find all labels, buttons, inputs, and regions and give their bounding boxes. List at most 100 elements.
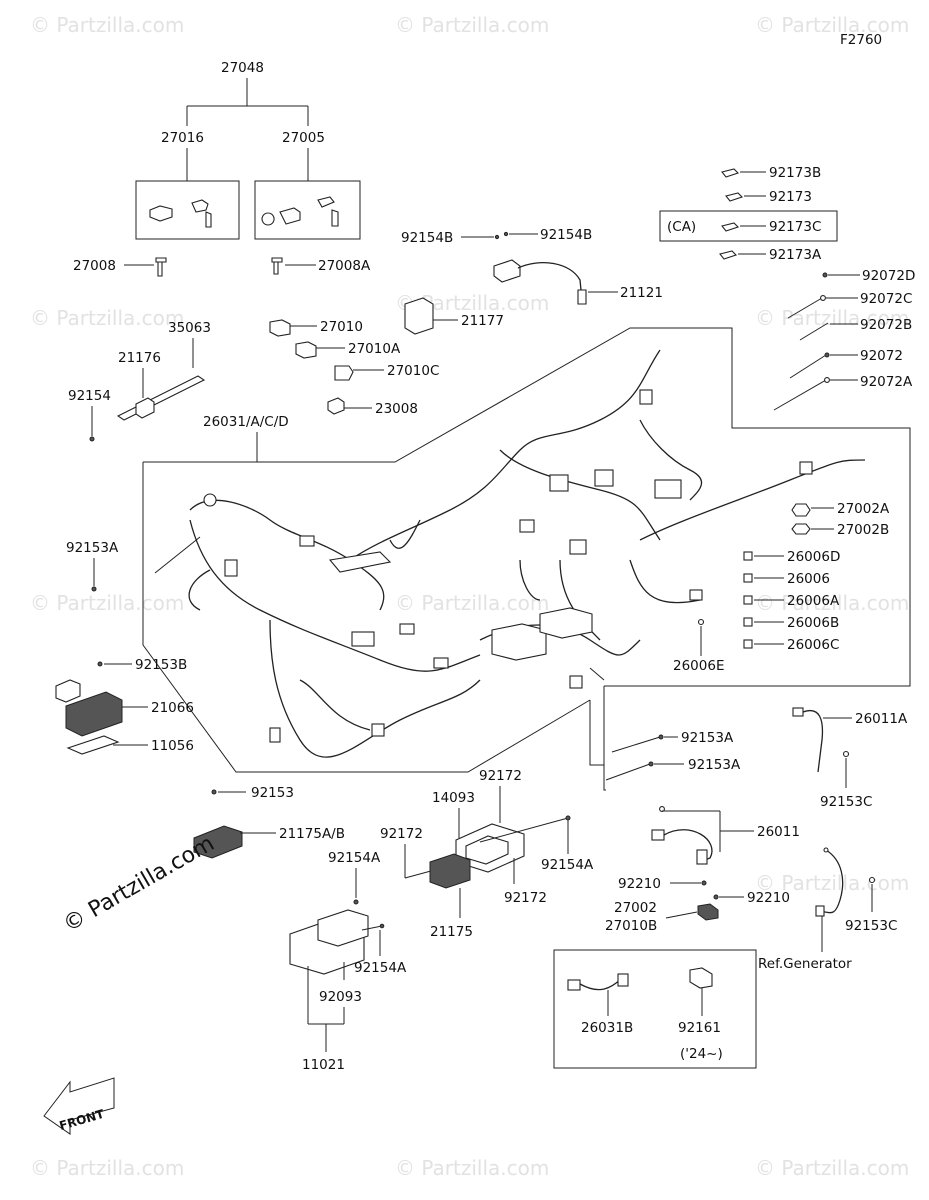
callout-27002[interactable]: 27002: [614, 900, 657, 916]
callout-26006[interactable]: 26006: [787, 571, 830, 587]
callout-26031B[interactable]: 26031B: [581, 1020, 633, 1036]
connector-group: 27010 27010A 27010C 23008: [269, 319, 439, 417]
figure-code: F2760: [840, 32, 882, 48]
callout-27008[interactable]: 27008: [73, 258, 116, 274]
callout-26006D[interactable]: 26006D: [787, 549, 840, 565]
callout-92072A[interactable]: 92072A: [860, 374, 913, 390]
bracket-group: 35063 21176 92154: [68, 320, 211, 442]
callout-26006A[interactable]: 26006A: [787, 593, 840, 609]
callout-92173[interactable]: 92173: [769, 189, 812, 205]
callout-27010B[interactable]: 27010B: [605, 918, 657, 934]
watermark: © Partzilla.com: [30, 306, 184, 330]
callout-92172-left[interactable]: 92172: [380, 826, 423, 842]
callout-92072[interactable]: 92072: [860, 348, 903, 364]
box-27016: [135, 180, 240, 240]
callout-26011A[interactable]: 26011A: [855, 711, 908, 727]
callout-92153A-left[interactable]: 92153A: [66, 540, 119, 556]
callout-27010A[interactable]: 27010A: [348, 341, 401, 357]
callout-92154B-right[interactable]: 92154B: [540, 227, 592, 243]
harness-outline: [143, 327, 911, 687]
callout-92173C[interactable]: 92173C: [769, 219, 821, 235]
screw-92154: [89, 436, 95, 442]
callout-92153[interactable]: 92153: [251, 785, 294, 801]
callout-26011[interactable]: 26011: [757, 824, 800, 840]
callout-27010C[interactable]: 27010C: [387, 363, 439, 379]
callout-27002A[interactable]: 27002A: [837, 501, 890, 517]
cable-26011A: [802, 710, 824, 773]
callout-92172-top[interactable]: 92172: [479, 768, 522, 784]
callout-92093[interactable]: 92093: [319, 989, 362, 1005]
callout-27008A[interactable]: 27008A: [318, 258, 371, 274]
callout-21066[interactable]: 21066: [151, 700, 194, 716]
callout-35063[interactable]: 35063: [168, 320, 211, 336]
callout-11056[interactable]: 11056: [151, 738, 194, 754]
callout-92154A-bottom[interactable]: 92154A: [354, 960, 407, 976]
callout-26006E[interactable]: 26006E: [673, 658, 724, 674]
connector-27010A: [295, 341, 317, 359]
tie-92072A: [773, 379, 827, 411]
callout-92210-left[interactable]: 92210: [618, 876, 661, 892]
tie-92072C: [787, 297, 823, 319]
tie-92072D: [822, 272, 828, 278]
relay-21177: [404, 297, 434, 335]
callout-92153C-2[interactable]: 92153C: [845, 918, 897, 934]
callout-92153C-1[interactable]: 92153C: [820, 794, 872, 810]
callout-21176[interactable]: 21176: [118, 350, 161, 366]
ecu-group: 92153 21175A/B: [193, 785, 345, 859]
bolt-group-92153A: 92153A 92153A: [605, 730, 741, 781]
watermark: © Partzilla.com: [755, 1156, 909, 1180]
callout-11021[interactable]: 11021: [302, 1057, 345, 1073]
callout-92153B[interactable]: 92153B: [135, 657, 187, 673]
pin-27008: [155, 257, 167, 277]
watermark: © Partzilla.com: [30, 1156, 184, 1180]
callout-21175[interactable]: 21175: [430, 924, 473, 940]
callout-92154[interactable]: 92154: [68, 388, 111, 404]
fuse-26006E: [697, 618, 705, 626]
callout-92153A-1[interactable]: 92153A: [681, 730, 734, 746]
callout-14093[interactable]: 14093: [432, 790, 475, 806]
callout-92173B[interactable]: 92173B: [769, 165, 821, 181]
callout-92172-bottom[interactable]: 92172: [504, 890, 547, 906]
callout-21177[interactable]: 21177: [461, 313, 504, 329]
callout-27010[interactable]: 27010: [320, 319, 363, 335]
callout-26031[interactable]: 26031/A/C/D: [203, 414, 289, 430]
callout-92072C[interactable]: 92072C: [860, 291, 912, 307]
callout-92161[interactable]: 92161: [678, 1020, 721, 1036]
connector-21121: [493, 259, 521, 283]
watermark: © Partzilla.com: [30, 13, 184, 37]
ecu-21175AB: [193, 825, 243, 859]
front-label: FRONT: [58, 1107, 107, 1133]
callout-21175AB[interactable]: 21175A/B: [279, 826, 345, 842]
partzilla-logo: © Partzilla.com: [59, 831, 219, 938]
watermark: © Partzilla.com: [395, 13, 549, 37]
callout-92153A-2[interactable]: 92153A: [688, 757, 741, 773]
callout-27048[interactable]: 27048: [221, 60, 264, 76]
callout-92173A[interactable]: 92173A: [769, 247, 822, 263]
callout-92072D[interactable]: 92072D: [862, 268, 915, 284]
harness-connector: [224, 559, 238, 577]
callout-92210-right[interactable]: 92210: [747, 890, 790, 906]
cable-26011A-group: 26011A 92153C: [792, 707, 908, 810]
callout-92154A-right[interactable]: 92154A: [541, 857, 594, 873]
callout-92154A-top[interactable]: 92154A: [328, 850, 381, 866]
clip-92173A: [719, 250, 738, 260]
callout-92072B[interactable]: 92072B: [860, 317, 912, 333]
switch-part-27016: [149, 205, 173, 222]
fuse-26006C: [743, 639, 753, 649]
generator-ref-group: Ref.Generator 92153C: [758, 847, 897, 972]
callout-27016[interactable]: 27016: [161, 130, 204, 146]
callout-21121[interactable]: 21121: [620, 285, 663, 301]
watermark: © Partzilla.com: [30, 591, 184, 615]
tie-92072B: [799, 322, 829, 341]
grommet-27002B: [791, 523, 811, 535]
module-21175: [429, 853, 471, 889]
callout-26006B[interactable]: 26006B: [787, 615, 839, 631]
callout-23008[interactable]: 23008: [375, 401, 418, 417]
box-26031B: [553, 949, 757, 1069]
switch-group-27048: 27048 27016 27005 27008 27008A: [73, 60, 371, 277]
callout-27002B[interactable]: 27002B: [837, 522, 889, 538]
callout-92154B-left[interactable]: 92154B: [401, 230, 453, 246]
connector-27010: [269, 319, 291, 337]
callout-27005[interactable]: 27005: [282, 130, 325, 146]
callout-26006C[interactable]: 26006C: [787, 637, 839, 653]
